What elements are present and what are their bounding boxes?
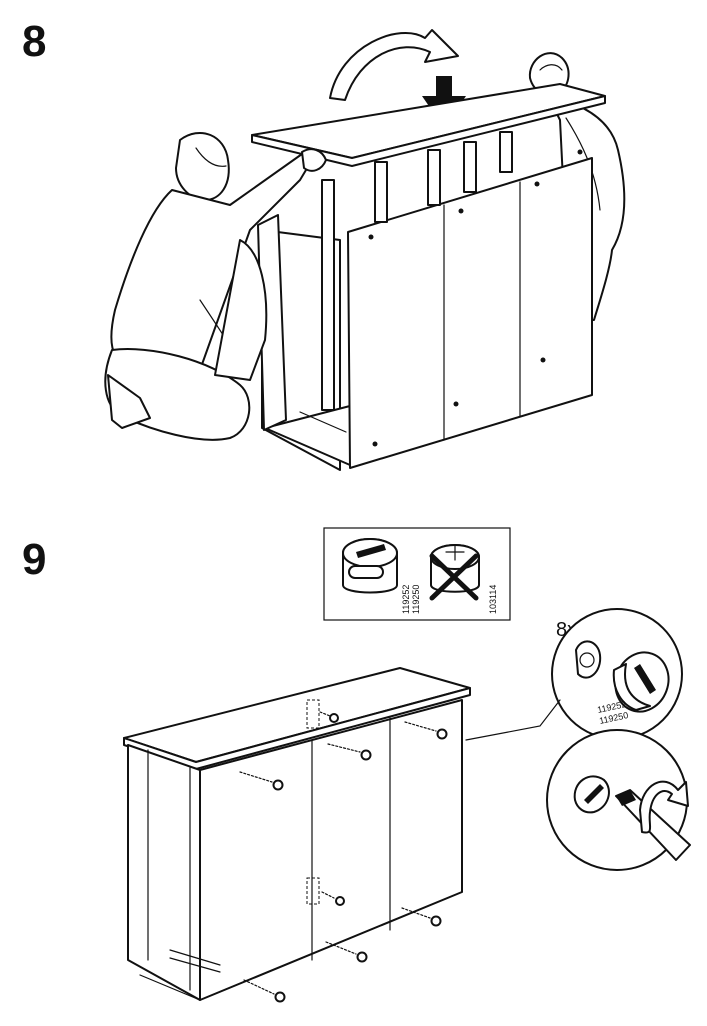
cam-lock-icon (319, 711, 339, 723)
cam-lock-icon (243, 979, 286, 1003)
correct-code-1: 119252 (401, 585, 411, 614)
step8-illustration (104, 29, 626, 471)
detail-circle-tighten (546, 729, 691, 871)
wrong-code: 103114 (488, 585, 498, 614)
cam-holes (368, 149, 583, 447)
cabinet-front (347, 157, 593, 469)
side-panel-left (257, 214, 287, 431)
step9-illustration: 119252 119250 103114 8x 119252 119250 (123, 527, 691, 1003)
cabinet-assembled (123, 667, 471, 1001)
wrong-cam-lock-icon (430, 544, 480, 593)
cross-out-icon (429, 553, 479, 601)
cam-lock-icon (239, 771, 284, 791)
cam-lock-icon (404, 721, 448, 740)
curved-arrow-icon (329, 29, 459, 101)
rotate-arrow-icon (639, 780, 689, 834)
cam-lock-positions (239, 711, 448, 1003)
cam-lock-icon (401, 907, 442, 927)
hardware-info-box: 119252 119250 103114 (323, 527, 511, 621)
cam-lock-icon (327, 743, 372, 761)
step-number-9: 9 (22, 535, 47, 584)
cam-lock-icon (342, 538, 398, 594)
callout-line (465, 699, 561, 741)
step-number-8: 8 (22, 17, 47, 66)
cam-lock-icon (325, 941, 368, 963)
person-left (104, 131, 327, 441)
cam-lock-icon (321, 891, 345, 906)
down-arrow-icon (422, 76, 466, 128)
detail-circle-cam-placement: 119252 119250 (551, 608, 683, 740)
dividers (321, 131, 513, 411)
correct-code-2: 119250 (411, 585, 421, 614)
